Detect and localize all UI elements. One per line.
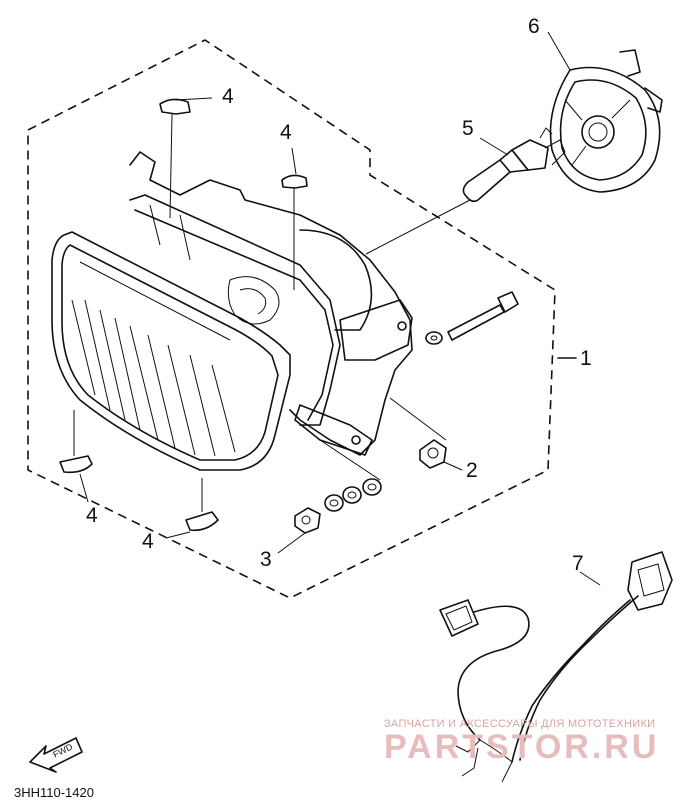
callout-part-1: 1 — [580, 347, 592, 370]
callout-part-5: 5 — [462, 117, 474, 140]
grommet-set-3 — [294, 439, 382, 534]
callout-part-4-top-right: 4 — [280, 121, 292, 144]
lens-clip-top-left — [159, 98, 191, 219]
headlight-bulb — [365, 127, 566, 255]
callout-part-4-bottom-left: 4 — [86, 504, 98, 527]
headlight-lens — [51, 231, 291, 471]
callout-part-4-bottom-right: 4 — [142, 530, 154, 553]
diagram-code: 3HH110-1420 — [14, 785, 94, 800]
adjusting-bolt — [425, 291, 519, 345]
leader-lines — [79, 31, 601, 586]
wire-harness — [439, 551, 673, 783]
lens-clip-top-right — [281, 174, 308, 290]
callout-part-7: 7 — [572, 552, 584, 575]
callout-part-6: 6 — [528, 15, 540, 38]
bulb-socket-2 — [389, 397, 447, 469]
callout-part-4-top-left: 4 — [222, 85, 234, 108]
forward-arrow-icon: FWD — [29, 737, 83, 773]
callout-part-2: 2 — [466, 459, 478, 482]
watermark-tagline: ЗАПЧАСТИ И АКСЕССУАРЫ ДЛЯ МОТОТЕХНИКИ — [384, 718, 655, 730]
lens-clip-bottom-right — [185, 478, 219, 532]
watermark-brand: PARTSTOR.RU — [384, 728, 659, 766]
callout-part-3: 3 — [260, 548, 272, 571]
bulb-cover — [549, 49, 663, 193]
lens-clip-bottom-left — [59, 410, 93, 474]
headlight-housing — [129, 151, 413, 456]
